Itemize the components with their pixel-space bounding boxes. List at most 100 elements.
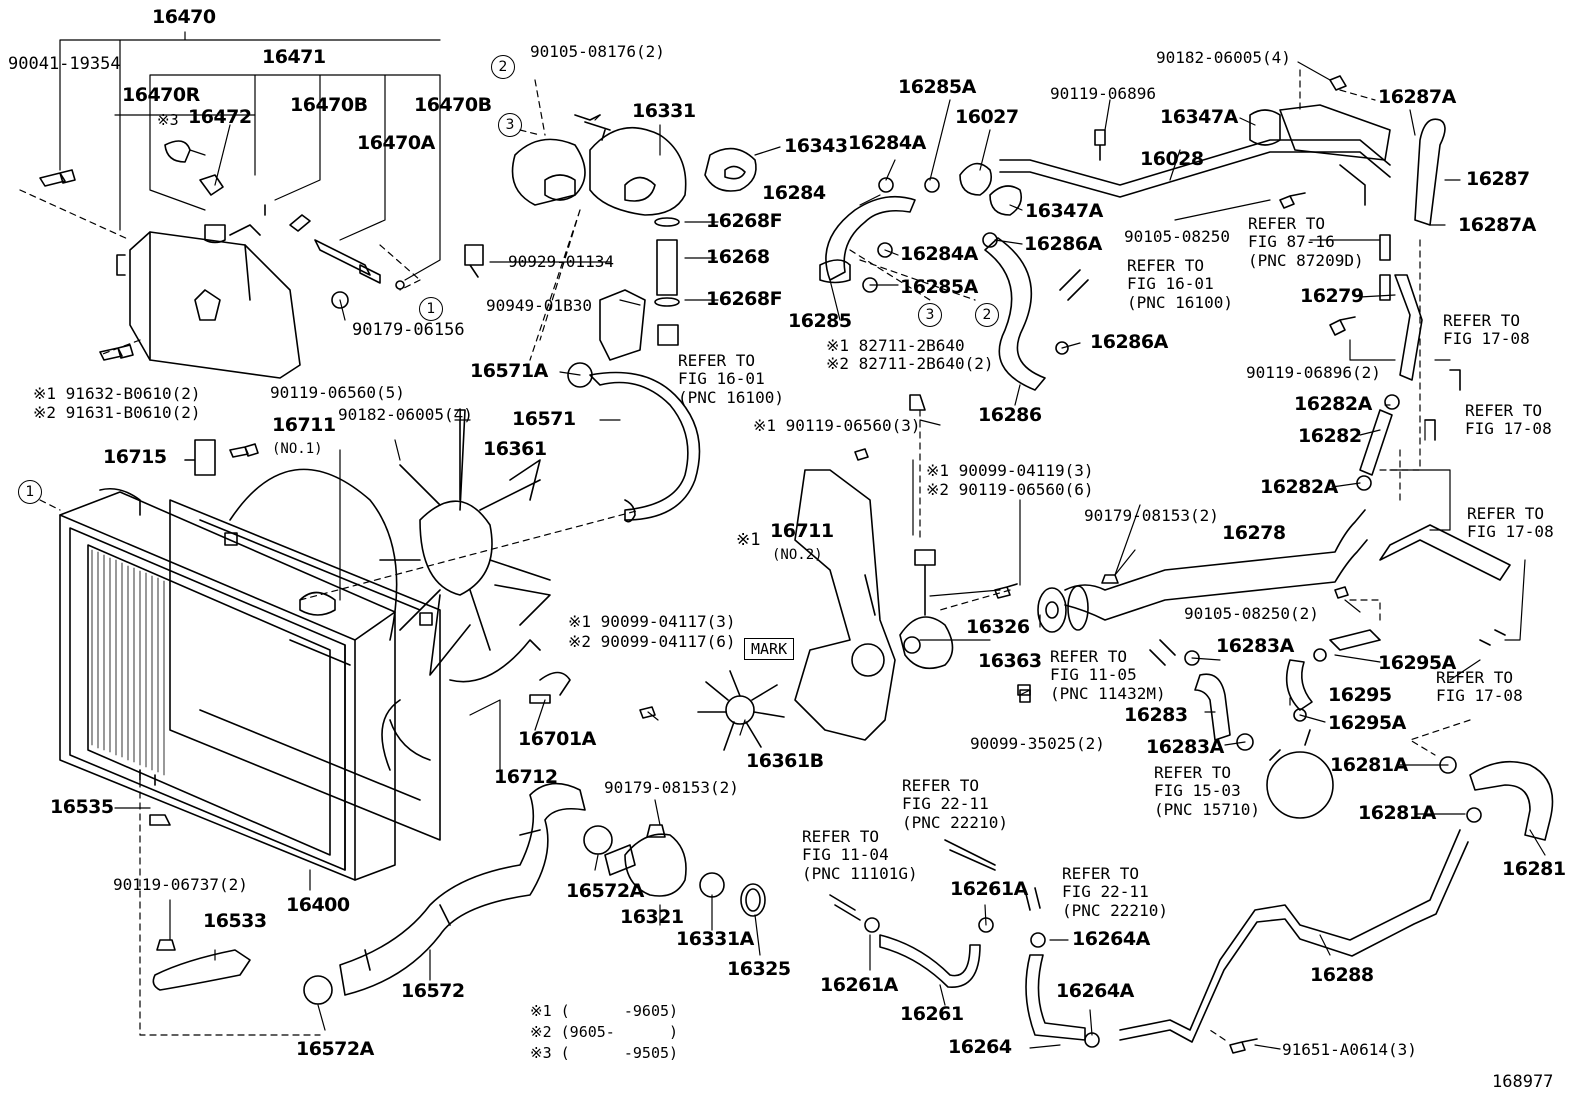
callout-90119-06737: 90119-06737(2): [113, 875, 248, 894]
callout-90099-35025: 90099-35025(2): [970, 734, 1105, 753]
callout-16361B: 16361B: [746, 750, 824, 772]
circle-ref-2-b: 2: [975, 303, 999, 327]
callout-16028: 16028: [1140, 148, 1204, 170]
callout-16282A-a: 16282A: [1294, 393, 1372, 415]
callout-82711-a: ※1 82711-2B640: [826, 336, 965, 355]
callout-16286: 16286: [978, 404, 1042, 426]
callout-16287A-a: 16287A: [1378, 86, 1456, 108]
callout-16470A: 16470A: [357, 132, 435, 154]
callout-16571: 16571: [512, 408, 576, 430]
callout-note1: ※1: [736, 530, 761, 550]
callout-90119-06896-2: 90119-06896(2): [1246, 363, 1381, 382]
callout-16326: 16326: [966, 616, 1030, 638]
callout-16281A-b: 16281A: [1358, 802, 1436, 824]
callout-16281: 16281: [1502, 858, 1566, 880]
callout-16286A-a: 16286A: [1024, 233, 1102, 255]
hose-16571: [589, 371, 701, 523]
callout-90182-06005-a: 90182-06005(4): [338, 405, 473, 424]
callout-16712: 16712: [494, 766, 558, 788]
footnote-2: ※2 (9605- ): [530, 1023, 679, 1041]
callout-90119-06560-5: 90119-06560(5): [270, 383, 405, 402]
callout-91631: ※2 91631-B0610(2): [33, 403, 201, 422]
callout-16285A-b: 16285A: [900, 276, 978, 298]
refer-fig-11-05: REFER TO FIG 11-05 (PNC 11432M): [1050, 647, 1166, 703]
callout-16572A-a: 16572A: [566, 880, 644, 902]
callout-16264: 16264: [948, 1036, 1012, 1058]
bolt-icons: [39, 75, 1356, 1054]
callout-16261A-b: 16261A: [820, 974, 898, 996]
footnote-3: ※3 ( -9505): [530, 1044, 679, 1062]
callout-16282A-b: 16282A: [1260, 476, 1338, 498]
callout-90949-01B30: 90949-01B30: [486, 296, 592, 315]
callout-16287A-b: 16287A: [1458, 214, 1536, 236]
callout-90179-06156: 90179-06156: [352, 320, 465, 340]
callout-16470B-a: 16470B: [290, 94, 368, 116]
refer-fig-16-01-b: REFER TO FIG 16-01 (PNC 16100): [1127, 256, 1233, 312]
callout-16701A: 16701A: [518, 728, 596, 750]
callout-16278: 16278: [1222, 522, 1286, 544]
hose-clamps: [303, 177, 1482, 1048]
refer-fig-87-16: REFER TO FIG 87-16 (PNC 87209D): [1248, 214, 1364, 270]
callout-16347A-a: 16347A: [1025, 200, 1103, 222]
fan-blades: [379, 409, 551, 683]
leader-lines: [59, 31, 1546, 1050]
callout-16285: 16285: [788, 310, 852, 332]
refer-fig-17-08-c: REFER TO FIG 17-08: [1467, 504, 1554, 542]
callout-16264A-b: 16264A: [1056, 980, 1134, 1002]
callout-16283A-b: 16283A: [1146, 736, 1224, 758]
callout-90099-04119: ※1 90099-04119(3): [926, 461, 1094, 480]
callout-16282: 16282: [1298, 425, 1362, 447]
callout-16264A-a: 16264A: [1072, 928, 1150, 950]
callout-16027: 16027: [955, 106, 1019, 128]
circle-ref-1-a: 1: [419, 297, 443, 321]
callout-16295A-a: 16295A: [1378, 652, 1456, 674]
callout-16470B-b: 16470B: [414, 94, 492, 116]
mark-label: MARK: [744, 638, 795, 660]
callout-no2: (NO.2): [772, 547, 823, 563]
circle-ref-2-a: 2: [491, 55, 515, 79]
hose-16572: [339, 782, 586, 996]
refer-fig-22-11-a: REFER TO FIG 22-11 (PNC 22210): [902, 776, 1008, 832]
circle-ref-1-b: 1: [18, 480, 42, 504]
callout-no1: (NO.1): [272, 441, 323, 457]
callout-16281A-a: 16281A: [1330, 754, 1408, 776]
callout-16288: 16288: [1310, 964, 1374, 986]
callout-16268F-a: 16268F: [706, 210, 783, 232]
callout-16347A-b: 16347A: [1160, 106, 1238, 128]
callout-16363: 16363: [978, 650, 1042, 672]
callout-16470: 16470: [152, 6, 216, 28]
callout-16331: 16331: [632, 100, 696, 122]
callout-90105-08250-2: 90105-08250(2): [1184, 604, 1319, 623]
callout-16715: 16715: [103, 446, 167, 468]
callout-16284: 16284: [762, 182, 826, 204]
refer-fig-16-01-a: REFER TO FIG 16-01 (PNC 16100): [678, 351, 784, 407]
callout-16400: 16400: [286, 894, 350, 916]
callout-91651-A0614: 91651-A0614(3): [1282, 1040, 1417, 1059]
callout-90182-06005-b: 90182-06005(4): [1156, 48, 1291, 67]
callout-16284A-a: 16284A: [848, 132, 926, 154]
radiator: [59, 487, 396, 881]
callout-16472: 16472: [188, 106, 252, 128]
refer-fig-15-03: REFER TO FIG 15-03 (PNC 15710): [1154, 763, 1260, 819]
callout-16321: 16321: [620, 906, 684, 928]
callout-16268: 16268: [706, 246, 770, 268]
refer-fig-22-11-b: REFER TO FIG 22-11 (PNC 22210): [1062, 864, 1168, 920]
callout-16295: 16295: [1328, 684, 1392, 706]
callout-90119-06560-6: ※2 90119-06560(6): [926, 480, 1094, 499]
callout-note3: ※3: [157, 111, 179, 129]
callout-16268F-b: 16268F: [706, 288, 783, 310]
bracket-16711-no2: [794, 469, 936, 741]
callout-91632: ※1 91632-B0610(2): [33, 384, 201, 403]
refer-fig-17-08-b: REFER TO FIG 17-08: [1465, 401, 1552, 439]
callout-90105-08176: 90105-08176(2): [530, 42, 665, 61]
callout-90099-04117-3: ※1 90099-04117(3): [568, 612, 736, 631]
callout-16470R: 16470R: [122, 84, 200, 106]
refer-fig-17-08-a: REFER TO FIG 17-08: [1443, 311, 1530, 349]
callout-16533: 16533: [203, 910, 267, 932]
callout-16571A: 16571A: [470, 360, 548, 382]
callout-16283: 16283: [1124, 704, 1188, 726]
water-inlet: [604, 833, 766, 917]
callout-90041-19354: 90041-19354: [8, 54, 121, 74]
callout-16331A: 16331A: [676, 928, 754, 950]
